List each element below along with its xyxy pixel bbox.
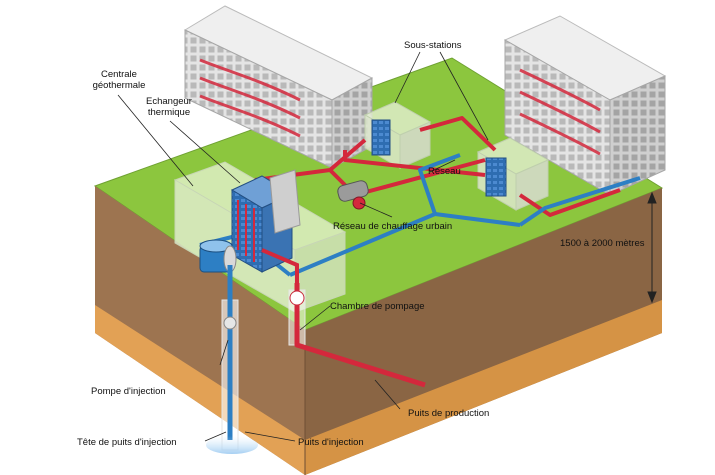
heat-exchanger: [230, 169, 301, 273]
injection-pump: [199, 239, 237, 273]
building-left: [183, 5, 374, 169]
aquifer-front: [95, 305, 305, 475]
injection-well: [206, 265, 258, 454]
soil-side-face: [305, 188, 662, 475]
label-chambre-pompage: Chambre de pompage: [330, 301, 425, 312]
soil-front-face: [95, 186, 305, 475]
label-pompe-injection: Pompe d'injection: [91, 386, 166, 397]
label-reseau-chauffage-urbain: Réseau de chauffage urbain: [333, 221, 453, 232]
building-right: [503, 15, 667, 196]
substation-1: [363, 101, 432, 169]
leader-lines: [117, 51, 489, 442]
label-puits-injection: Puits d'injection: [298, 437, 364, 448]
label-puits-production: Puits de production: [408, 408, 490, 419]
depth-arrow: [647, 191, 657, 304]
label-centrale-geothermale: Centrale géothermale: [92, 69, 146, 91]
aquifer-side: [305, 300, 662, 475]
label-sous-stations: Sous-stations: [404, 40, 462, 51]
label-echangeur-thermique: Echangeur thermique: [146, 96, 192, 118]
label-tete-puits-injection: Tête de puits d'injection: [77, 437, 177, 448]
substation-2: [476, 137, 550, 211]
network-pump: [337, 180, 369, 210]
label-reseau: Réseau: [428, 166, 461, 177]
production-well: [288, 283, 426, 388]
label-profondeur: 1500 à 2000 mètres: [560, 238, 645, 249]
